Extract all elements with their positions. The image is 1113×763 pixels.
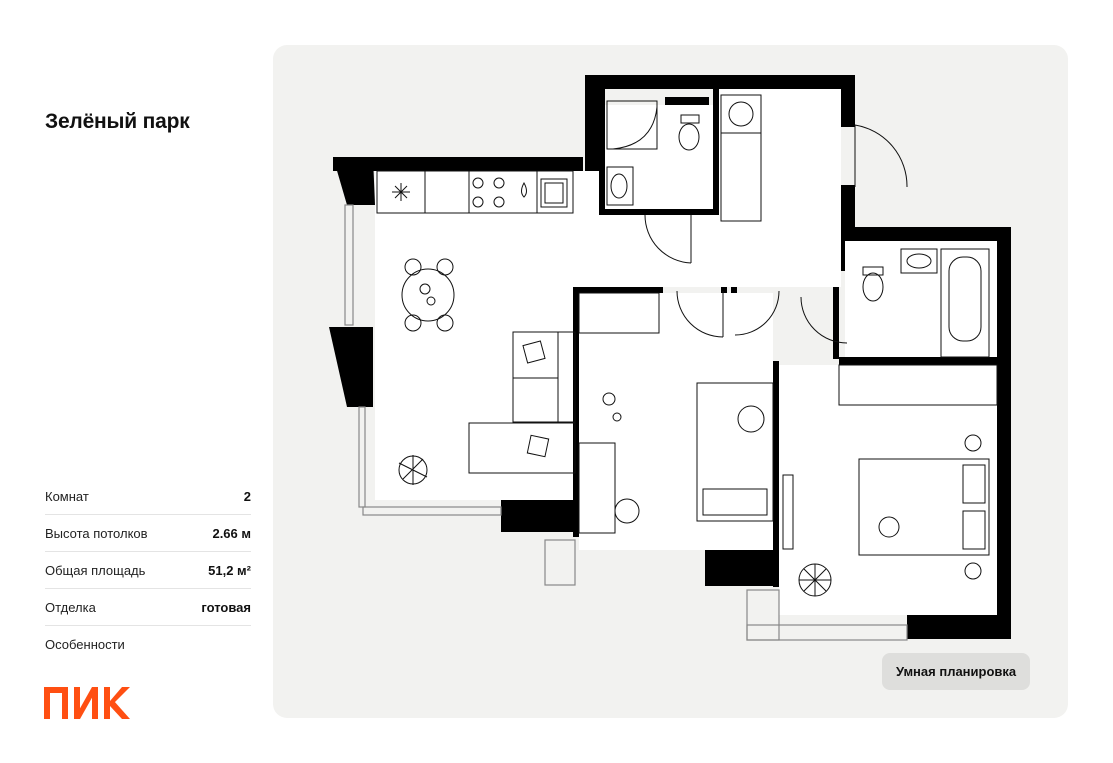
wardrobe-icon (838, 364, 998, 406)
kitchen-living-room (375, 171, 573, 500)
project-title: Зелёный парк (45, 110, 190, 133)
sink-icon (900, 248, 938, 274)
spec-row-ceiling-height: Высота потолков 2.66 м (45, 515, 251, 552)
wall (585, 75, 855, 89)
door-icon (800, 296, 848, 344)
wardrobe-icon (578, 292, 660, 334)
kids-room (579, 293, 773, 550)
spec-value: 2.66 м (212, 525, 251, 541)
window-icon (362, 506, 502, 516)
desk-icon (578, 442, 616, 534)
pik-logo[interactable] (44, 687, 130, 719)
spec-row-rooms: Комнат 2 (45, 478, 251, 515)
hallway (599, 215, 839, 287)
dining-table-icon (401, 258, 455, 332)
wall (907, 615, 1011, 639)
window-icon (746, 624, 908, 641)
bathroom (605, 105, 713, 209)
toilet-icon (862, 272, 884, 302)
spec-value: 2 (243, 488, 251, 504)
spec-value: готовая (201, 599, 251, 615)
door-icon (644, 214, 692, 264)
bathroom-2 (845, 241, 997, 357)
window-icon (344, 204, 354, 326)
floor-plan (329, 75, 1011, 641)
wall (573, 287, 579, 537)
wall (599, 89, 605, 215)
shower-icon (606, 100, 658, 150)
smart-layout-button[interactable]: Умная планировка (882, 653, 1031, 690)
door-icon (854, 124, 908, 188)
window-icon (746, 589, 780, 641)
sink-icon (540, 178, 568, 208)
spec-label: Особенности (45, 636, 125, 652)
bed-icon (858, 458, 990, 556)
kitchen-living-room (573, 171, 599, 287)
spec-row-total-area: Общая площадь 51,2 м² (45, 552, 251, 589)
wall (997, 227, 1011, 639)
apartment-specs: Комнат 2 Высота потолков 2.66 м Общая пл… (45, 478, 251, 662)
wall (839, 241, 845, 271)
spec-label: Комнат (45, 488, 89, 504)
bathtub-icon (940, 248, 990, 358)
wall (599, 209, 719, 215)
wall (665, 97, 709, 105)
window-icon (544, 539, 576, 586)
kitchen-counter-icon (376, 170, 574, 214)
wall (329, 327, 373, 407)
door-icon (676, 290, 724, 338)
spec-row-features: Особенности (45, 626, 251, 662)
spec-row-finishing: Отделка готовая (45, 589, 251, 626)
plant-icon (798, 563, 832, 597)
wall (841, 75, 855, 125)
wall (333, 157, 583, 171)
window-icon (358, 406, 366, 508)
stove-icon (472, 177, 505, 208)
bed-icon (696, 382, 774, 522)
door-icon (734, 290, 780, 336)
spec-value: 51,2 м² (208, 562, 251, 578)
wall (573, 287, 663, 293)
wardrobe-icon (720, 132, 762, 222)
window-icon (782, 474, 794, 550)
sink-icon (521, 181, 527, 198)
fridge-icon (392, 183, 410, 201)
wall (705, 550, 779, 586)
wall (713, 89, 719, 215)
spec-label: Общая площадь (45, 562, 146, 578)
spec-label: Высота потолков (45, 525, 148, 541)
wall (841, 227, 1011, 241)
wall (833, 287, 839, 359)
wall (773, 361, 779, 587)
wall (841, 187, 855, 227)
plant-icon (398, 455, 428, 485)
wall (839, 357, 999, 365)
sofa-icon (468, 331, 576, 474)
sink-icon (606, 166, 634, 206)
toilet-icon (678, 123, 700, 151)
spec-label: Отделка (45, 599, 96, 615)
wall (501, 500, 573, 532)
bedroom (779, 365, 997, 615)
wall (333, 157, 375, 205)
